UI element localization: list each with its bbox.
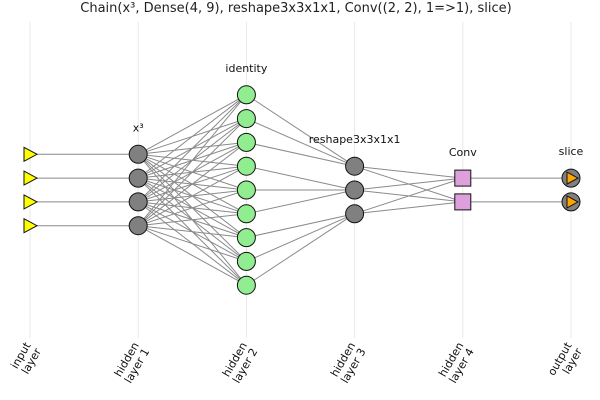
neuron-output-arrow [566,195,580,209]
layer-label-h2: identity [225,62,267,75]
neuron-h2 [236,156,256,176]
neuron-input [23,146,39,163]
neuron-h2 [236,251,256,271]
neuron-input [23,170,39,186]
neuron-h2 [236,85,256,105]
neuron-h1 [128,192,148,212]
connection-h3-h4 [354,201,463,215]
neuron-h4 [454,169,472,187]
neuron-h2 [236,180,256,200]
connection-h1-h2 [137,94,247,179]
neuron-h1 [128,216,148,236]
connection-h1-h2 [137,165,247,227]
neuron-h1 [128,144,148,164]
neuron-h3 [345,204,365,224]
connection-h1-h2 [137,94,247,203]
connection-h1-h2 [138,225,247,239]
connection-h1-h2 [138,225,247,262]
axis-label-h3: hiddenlayer 3 [328,340,369,386]
connection-h1-h2 [137,225,247,286]
neuron-h2 [236,228,256,248]
connections [30,94,571,286]
layer-label-h3: reshape3x3x1x1 [309,133,401,146]
axis-label-h2: hiddenlayer 2 [220,340,261,386]
connection-h2-h3 [246,189,355,215]
neuron-h2 [236,275,256,295]
neuron-h2 [236,109,256,129]
layer-label-h4: Conv [449,146,477,159]
neuron-h3 [345,156,365,176]
layer-label-h1: x³ [133,121,144,134]
connection-h3-h4 [354,165,463,179]
neuron-output-arrow [566,171,580,185]
axis-label-output: outputlayer [545,339,585,384]
neuron-h3 [345,180,365,200]
connection-h1-h2 [137,94,247,227]
neurons [23,85,581,295]
connection-h2-h3 [246,141,355,167]
connection-h2-h3 [246,213,355,262]
connection-h1-h2 [137,94,247,155]
neuron-h2 [236,132,256,152]
vertical-gridlines [29,22,572,338]
axis-label-h1: hiddenlayer 1 [111,340,152,386]
diagram-title: Chain(x³, Dense(4, 9), reshape3x3x1x1, C… [80,1,511,16]
connection-h3-h4 [354,177,463,215]
axis-label-input: inputlayer [8,339,44,377]
connection-h2-h3 [246,94,355,167]
neuron-h1 [128,168,148,188]
connection-h1-h2 [137,142,247,227]
layer-label-output: slice [559,145,584,158]
connection-h2-h3 [246,213,355,239]
axis-label-h4: hiddenlayer 4 [436,340,477,386]
connection-h1-h2 [138,189,247,227]
connection-h1-h2 [138,213,247,227]
connection-h2-h3 [246,213,355,286]
connection-h2-h3 [246,118,355,167]
connection-h2-h3 [246,165,355,191]
neuron-h4 [454,193,472,211]
connection-h3-h4 [354,177,463,191]
neuron-input [23,217,39,234]
neuron-input [23,194,39,210]
connection-h1-h2 [137,118,247,227]
layer-axis-labels: inputlayer hiddenlayer 1 hiddenlayer 2 hidd… [8,339,585,385]
neuron-h2 [236,204,256,224]
